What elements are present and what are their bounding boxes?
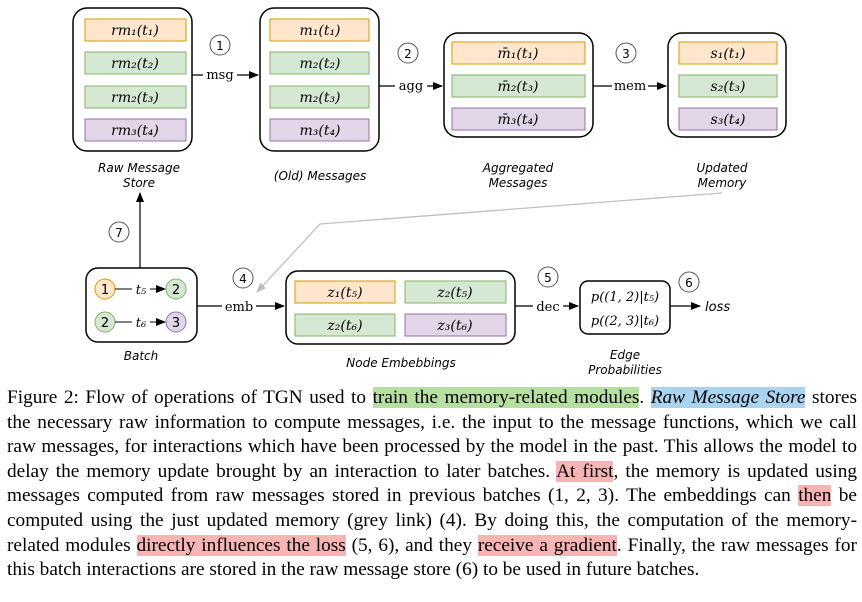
figure-caption: Figure 2: Flow of operations of TGN used… xyxy=(7,386,857,583)
edge-prob-2: p((2, 3)|t₆) xyxy=(591,314,659,329)
batch-label: Batch xyxy=(124,349,159,363)
raw-store-text-4: rm₃(t₄) xyxy=(111,123,159,139)
updated-label-2: Memory xyxy=(698,176,748,190)
highlight-gradient: receive a gradient xyxy=(477,534,617,556)
emb-text-1: z₁(t₅) xyxy=(326,285,362,301)
old-msg-text-1: m₁(t₁) xyxy=(299,23,340,39)
old-messages: m₁(t₁) m₂(t₂) m₂(t₃) m₃(t₄) (Old) Messag… xyxy=(259,7,380,183)
agg-text-1: m̄₁(t₁) xyxy=(497,46,538,62)
grey-memory-link xyxy=(256,192,723,293)
highlight-raw-store: Raw Message Store xyxy=(650,387,806,408)
raw-store-text-2: rm₂(t₂) xyxy=(111,56,159,72)
raw-message-store: rm₁(t₁) rm₂(t₂) rm₂(t₃) rm₃(t₄) Raw Mess… xyxy=(72,7,193,190)
agg-arrow-label: agg xyxy=(399,79,423,94)
raw-store-text-3: rm₂(t₃) xyxy=(111,90,159,106)
batch-box: 1 2 2 3 t₅ t₆ Batch xyxy=(85,267,198,363)
raw-store-item-2 xyxy=(84,51,187,75)
step-4: 4 xyxy=(239,272,247,286)
batch-edge-1: t₅ xyxy=(136,283,147,298)
caption-text-5: (5, 6), and they xyxy=(345,534,478,556)
raw-store-label-1: Raw Message xyxy=(98,161,180,175)
caption-text-6: . Finally, the raw messages for this bat… xyxy=(7,534,857,581)
updated-label-1: Updated xyxy=(696,161,747,175)
old-msg-text-4: m₃(t₄) xyxy=(299,123,340,139)
old-msg-text-3: m₂(t₃) xyxy=(299,90,340,106)
caption-after-train: . xyxy=(639,387,651,408)
caption-prefix: Figure 2: Flow of operations of TGN used… xyxy=(7,387,373,408)
highlight-at-first: At first xyxy=(556,460,614,482)
top-arrows: msg agg mem xyxy=(192,66,667,94)
caption-text-3: , the memory is updated using messages c… xyxy=(7,460,857,507)
edge-prob-label-2: Probabilities xyxy=(588,363,662,377)
edge-probabilities: p((1, 2)|t₅) p((2, 3)|t₆) Edge Probabili… xyxy=(579,280,671,377)
mem-text-1: s₁(t₁) xyxy=(711,46,746,62)
node-embeddings: z₁(t₅) z₂(t₅) z₂(t₆) z₃(t₆) Node Embebbi… xyxy=(285,270,516,370)
tgn-flow-diagram: rm₁(t₁) rm₂(t₂) rm₂(t₃) rm₃(t₄) Raw Mess… xyxy=(72,7,787,377)
step-2: 2 xyxy=(404,47,412,61)
agg-text-3: m̄₃(t₄) xyxy=(497,112,538,128)
emb-text-2: z₂(t₅) xyxy=(436,285,472,301)
highlight-train: train the memory-related modules xyxy=(372,387,640,408)
caption-text-2: stores the necessary raw information to … xyxy=(7,387,857,482)
batch-edge-2: t₆ xyxy=(136,316,146,331)
mem-text-3: s₃(t₄) xyxy=(711,112,746,128)
raw-store-item-1 xyxy=(84,18,187,42)
step-markers: 1 2 3 4 5 6 7 xyxy=(108,34,700,293)
edge-prob-1: p((1, 2)|t₅) xyxy=(591,290,659,305)
batch-node-2: 2 xyxy=(172,283,180,298)
batch-node-4: 3 xyxy=(172,316,180,331)
emb-text-4: z₃(t₆) xyxy=(436,318,472,334)
aggregated-label-1: Aggregated xyxy=(482,161,554,175)
caption-text-4: be computed using the just updated memor… xyxy=(7,485,857,556)
batch-node-3: 2 xyxy=(101,316,109,331)
emb-text-3: z₂(t₆) xyxy=(326,318,362,334)
edge-prob-label-1: Edge xyxy=(610,348,640,362)
mem-arrow-label: mem xyxy=(614,79,646,94)
step-5: 5 xyxy=(544,271,552,285)
step-3: 3 xyxy=(622,47,630,61)
raw-store-text-1: rm₁(t₁) xyxy=(111,23,159,39)
raw-store-item-4 xyxy=(84,118,187,142)
emb-arrow-label: emb xyxy=(225,300,253,315)
loss-label: loss xyxy=(705,300,730,315)
old-messages-label: (Old) Messages xyxy=(274,169,366,183)
step-6: 6 xyxy=(685,276,693,290)
old-msg-text-2: m₂(t₂) xyxy=(299,56,340,72)
msg-arrow-label: msg xyxy=(206,68,233,83)
mem-text-2: s₂(t₃) xyxy=(711,79,746,95)
highlight-influences: directly influences the loss xyxy=(136,534,346,556)
dec-arrow-label: dec xyxy=(536,300,559,315)
updated-memory: s₁(t₁) s₂(t₃) s₃(t₄) Updated Memory xyxy=(667,32,787,190)
raw-store-item-3 xyxy=(84,85,187,109)
highlight-then: then xyxy=(798,485,832,507)
agg-text-2: m̄₂(t₃) xyxy=(497,79,538,95)
aggregated-label-2: Messages xyxy=(489,176,548,190)
batch-node-1: 1 xyxy=(101,283,109,298)
step-1: 1 xyxy=(216,39,224,53)
node-embeddings-label: Node Embebbings xyxy=(346,356,455,370)
raw-store-label-2: Store xyxy=(123,176,155,190)
aggregated-messages: m̄₁(t₁) m̄₂(t₃) m̄₃(t₄) Aggregated Messa… xyxy=(443,32,594,190)
step-7: 7 xyxy=(115,226,123,240)
